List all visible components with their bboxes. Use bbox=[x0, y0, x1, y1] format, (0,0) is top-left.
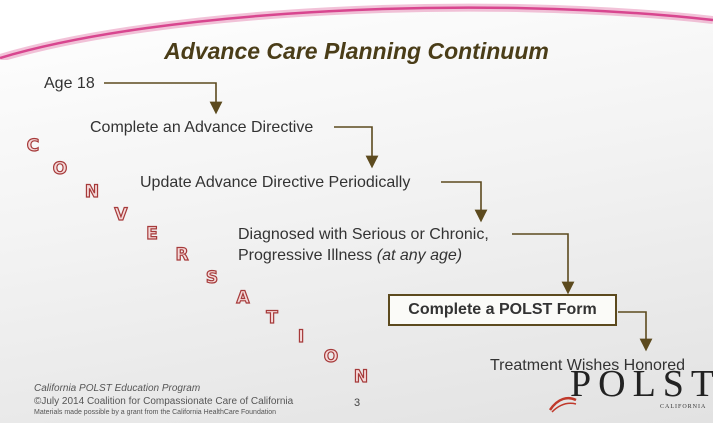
polst-logo: POLST CALIFORNIA bbox=[548, 362, 713, 417]
step-treatment-wishes-honored: Treatment Wishes Honored bbox=[490, 357, 686, 374]
step-diagnosed-line2: Progressive Illness (at any age) bbox=[238, 246, 462, 265]
logo-sub: CALIFORNIA bbox=[660, 404, 707, 410]
footer-grant: Materials made possible by a grant from … bbox=[34, 409, 277, 416]
footer-copyright: ©July 2014 Coalition for Compassionate C… bbox=[34, 396, 294, 407]
decorative-curve bbox=[0, 0, 713, 60]
step-diagnosed-line1: Diagnosed with Serious or Chronic, bbox=[238, 226, 489, 243]
polst-form-box: Complete a POLST Form bbox=[388, 294, 617, 326]
conversation-letter: S bbox=[205, 267, 219, 288]
step-complete-advance-directive: Complete an Advance Directive bbox=[90, 119, 314, 136]
conversation-letter: C bbox=[26, 135, 40, 156]
conversation-letter: R bbox=[175, 244, 189, 265]
page-title: Advance Care Planning Continuum bbox=[164, 38, 549, 64]
step-diagnosed-illness: Progressive Illness bbox=[238, 247, 373, 264]
step-update-advance-directive: Update Advance Directive Periodically bbox=[140, 174, 411, 191]
conversation-letter: E bbox=[146, 223, 159, 244]
conversation-letter: O bbox=[52, 158, 68, 179]
step-age-18: Age 18 bbox=[44, 75, 95, 92]
connector-2 bbox=[334, 126, 379, 169]
conversation-letter: O bbox=[323, 346, 339, 367]
footer-program: California POLST Education Program bbox=[34, 383, 201, 394]
connector-4 bbox=[512, 233, 575, 295]
logo-swoosh-icon bbox=[548, 396, 577, 413]
conversation-letter: I bbox=[297, 326, 305, 347]
conversation-letter: V bbox=[114, 204, 128, 225]
connector-5 bbox=[618, 311, 653, 352]
connector-3 bbox=[441, 181, 488, 223]
logo-word: POLST bbox=[570, 363, 713, 405]
conversation-letter: N bbox=[84, 181, 100, 202]
conversation-letter: A bbox=[236, 287, 250, 308]
page-number: 3 bbox=[354, 397, 361, 409]
step-diagnosed-any-age: (at any age) bbox=[376, 247, 463, 264]
conversation-letter: T bbox=[266, 307, 279, 328]
connector-1 bbox=[104, 82, 223, 115]
conversation-letter: N bbox=[353, 366, 369, 387]
